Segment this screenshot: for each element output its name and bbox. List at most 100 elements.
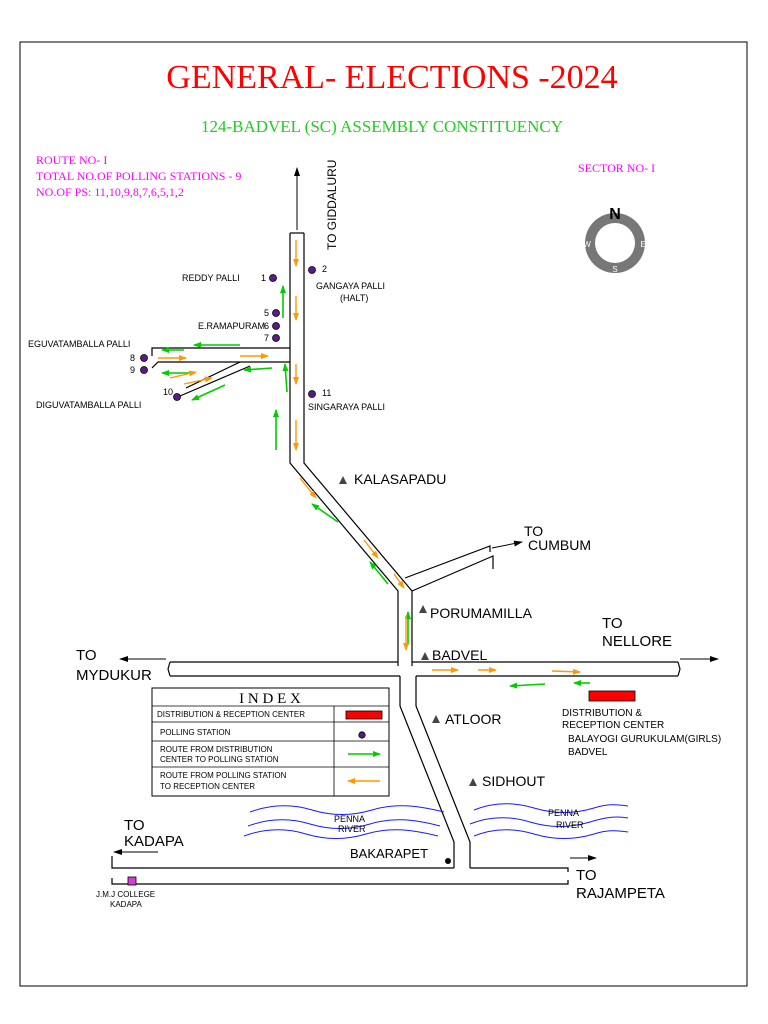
- label-cumbum: CUMBUM: [528, 537, 591, 553]
- ps-number: 5: [264, 308, 269, 318]
- polling-station-5: 5: [264, 308, 280, 318]
- road-west-diag-bottom: [179, 365, 251, 397]
- road-bottom-lower: [111, 878, 569, 885]
- polling-station-icon: [140, 354, 148, 362]
- sector-number: SECTOR NO- I: [578, 161, 655, 175]
- place-label: PORUMAMILLA: [430, 605, 533, 621]
- label-kadapa: KADAPA: [124, 833, 184, 850]
- ps-number: 1: [261, 273, 266, 283]
- polling-station-8: 8 EGUVATAMBALLA PALLI: [28, 339, 148, 363]
- label-mydukur: MYDUKUR: [76, 667, 152, 684]
- place-label: BAKARAPET: [350, 846, 428, 861]
- index-row-label: POLLING STATION: [160, 728, 231, 737]
- index-title: I N D E X: [239, 691, 301, 707]
- river-penna-west: [243, 805, 445, 839]
- road-bottom-top: [111, 856, 454, 869]
- jmj-college: J.M.J COLLEGE KADAPA: [96, 876, 155, 909]
- index-row-label2: CENTER TO POLLING STATION: [160, 755, 279, 764]
- college-line2: KADAPA: [110, 900, 143, 909]
- polling-stations: 1 REDDY PALLI 2 GANGAYA PALLI (HALT) 5 6…: [28, 264, 385, 412]
- polling-station-icon: [308, 266, 316, 274]
- direction-arrows: [113, 167, 719, 861]
- dc-line1: DISTRIBUTION &: [562, 708, 642, 719]
- river-label: PENNA: [334, 814, 365, 824]
- road-cumbum-upper: [404, 545, 491, 579]
- label-to-nellore: TO: [602, 615, 623, 632]
- place-triangle-icon: [432, 715, 440, 723]
- polling-station-11: 11 SINGARAYA PALLI: [308, 388, 385, 412]
- green-arrow: [191, 384, 226, 401]
- compass-west: W: [583, 240, 591, 249]
- orange-arrow: [299, 477, 317, 499]
- legend-ps-icon: [358, 731, 366, 739]
- polling-station-icon: [269, 274, 277, 282]
- ps-name: E.RAMAPURAM: [198, 321, 265, 331]
- place-badvel: BADVEL: [421, 647, 487, 663]
- ps-number: 8: [130, 353, 135, 363]
- dc-line4: BADVEL: [568, 747, 608, 758]
- place-kalasapadu: KALASAPADU: [339, 471, 446, 487]
- place-label: SIDHOUT: [482, 773, 545, 789]
- polling-station-7: 7: [264, 333, 280, 343]
- label-to-mydukur: TO: [76, 647, 97, 664]
- label-to-rajampeta: TO: [576, 867, 597, 884]
- orange-arrow: [363, 539, 379, 559]
- distribution-center-icon: [588, 690, 636, 702]
- road-bottom-right: [470, 867, 569, 872]
- river-sublabel: RIVER: [556, 820, 584, 830]
- index-row-label: ROUTE FROM POLLING STATION: [160, 771, 287, 780]
- legend-dc-icon: [345, 710, 383, 720]
- orange-arrow: [169, 370, 197, 379]
- index-legend: I N D E X DISTRIBUTION & RECEPTION CENTE…: [151, 687, 390, 797]
- river-penna-east: [469, 803, 629, 839]
- place-sidhout: SIDHOUT: [469, 773, 545, 789]
- dc-line3: BALAYOGI GURUKULAM(GIRLS): [568, 734, 721, 745]
- river-label: PENNA: [548, 808, 579, 818]
- index-row-label: ROUTE FROM DISTRIBUTION: [160, 745, 273, 754]
- polling-station-icon: [272, 322, 280, 330]
- polling-station-9: 9: [130, 365, 148, 375]
- page-subtitle: 124-BADVEL (SC) ASSEMBLY CONSTITUENCY: [201, 117, 563, 136]
- polling-station-icon: [272, 334, 280, 342]
- compass-icon: N E S W: [583, 206, 645, 274]
- compass-south: S: [612, 265, 617, 274]
- place-dot-icon: [445, 858, 451, 864]
- route-number: ROUTE NO- I: [36, 153, 107, 167]
- polling-station-icon: [308, 390, 316, 398]
- green-arrow: [311, 503, 339, 523]
- place-label: KALASAPADU: [354, 471, 446, 487]
- ps-name: REDDY PALLI: [182, 273, 240, 283]
- road-south-left: [399, 676, 455, 868]
- place-triangle-icon: [421, 652, 429, 660]
- place-triangle-icon: [469, 778, 477, 786]
- road-west-top: [151, 347, 290, 356]
- green-arrow: [282, 363, 289, 393]
- polling-station-icon: [140, 366, 148, 374]
- label-to-kadapa: TO: [124, 817, 145, 834]
- compass-north: N: [609, 206, 621, 223]
- place-label: ATLOOR: [445, 711, 502, 727]
- ps-number: 9: [130, 365, 135, 375]
- map-border: [19, 41, 748, 987]
- return-route-arrows: [158, 240, 581, 675]
- ps-name: EGUVATAMBALLA PALLI: [28, 339, 130, 349]
- road-west-bottom: [151, 361, 290, 369]
- polling-station-icon: [173, 393, 181, 401]
- total-polling-stations: TOTAL NO.OF POLLING STATIONS - 9: [36, 169, 241, 183]
- index-row-label: DISTRIBUTION & RECEPTION CENTER: [157, 710, 305, 719]
- place-atloor: ATLOOR: [432, 711, 502, 727]
- polling-station-1: 1 REDDY PALLI: [182, 273, 277, 283]
- college-line1: J.M.J COLLEGE: [96, 890, 155, 899]
- label-rajampeta: RAJAMPETA: [576, 885, 665, 902]
- dc-line2: RECEPTION CENTER: [562, 720, 664, 731]
- ps-number: 11: [322, 388, 331, 398]
- roads: [111, 232, 681, 885]
- index-row-label2: TO RECEPTION CENTER: [160, 782, 255, 791]
- page-title: GENERAL- ELECTIONS -2024: [166, 59, 617, 96]
- green-arrow: [509, 682, 546, 689]
- place-porumamilla: PORUMAMILLA: [419, 605, 533, 621]
- road-main-left-end: [167, 661, 171, 677]
- road-cumbum-lower: [411, 555, 494, 592]
- polling-station-2: 2 GANGAYA PALLI (HALT): [308, 264, 385, 303]
